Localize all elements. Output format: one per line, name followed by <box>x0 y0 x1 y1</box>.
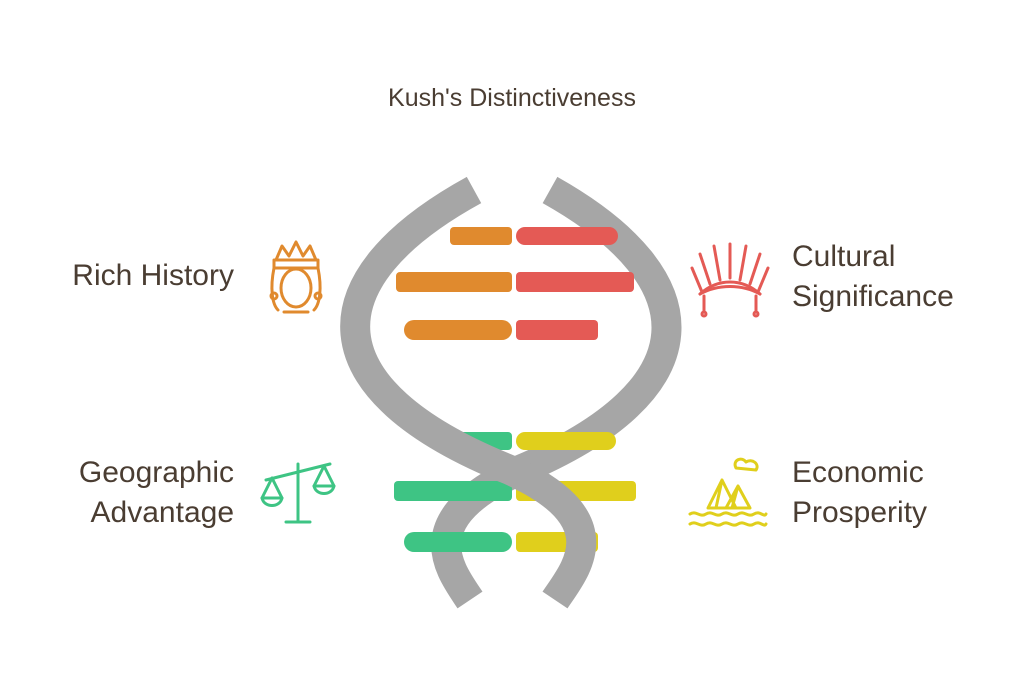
rung-orange-3 <box>404 320 512 340</box>
rung-orange-2 <box>396 272 512 292</box>
rung-orange-1 <box>450 227 512 245</box>
diagram-title: Kush's Distinctiveness <box>388 84 636 112</box>
scales-icon <box>260 462 336 524</box>
rung-yellow-1 <box>516 432 616 450</box>
label-economic-prosperity: Economic Prosperity <box>792 456 928 529</box>
rungs <box>394 227 636 552</box>
label-cultural-significance: Cultural Significance <box>792 240 954 313</box>
queen-face-icon <box>269 240 323 314</box>
rung-red-1 <box>516 227 618 245</box>
pyramids-icon <box>688 457 768 527</box>
headdress-icon <box>690 242 770 318</box>
helix-strand-front <box>340 176 597 609</box>
rung-green-3 <box>404 532 512 552</box>
rung-red-2 <box>516 272 634 292</box>
rung-green-2 <box>394 481 512 501</box>
rung-red-3 <box>516 320 598 340</box>
label-rich-history: Rich History <box>72 259 234 292</box>
label-geographic-advantage: Geographic Advantage <box>78 456 234 529</box>
